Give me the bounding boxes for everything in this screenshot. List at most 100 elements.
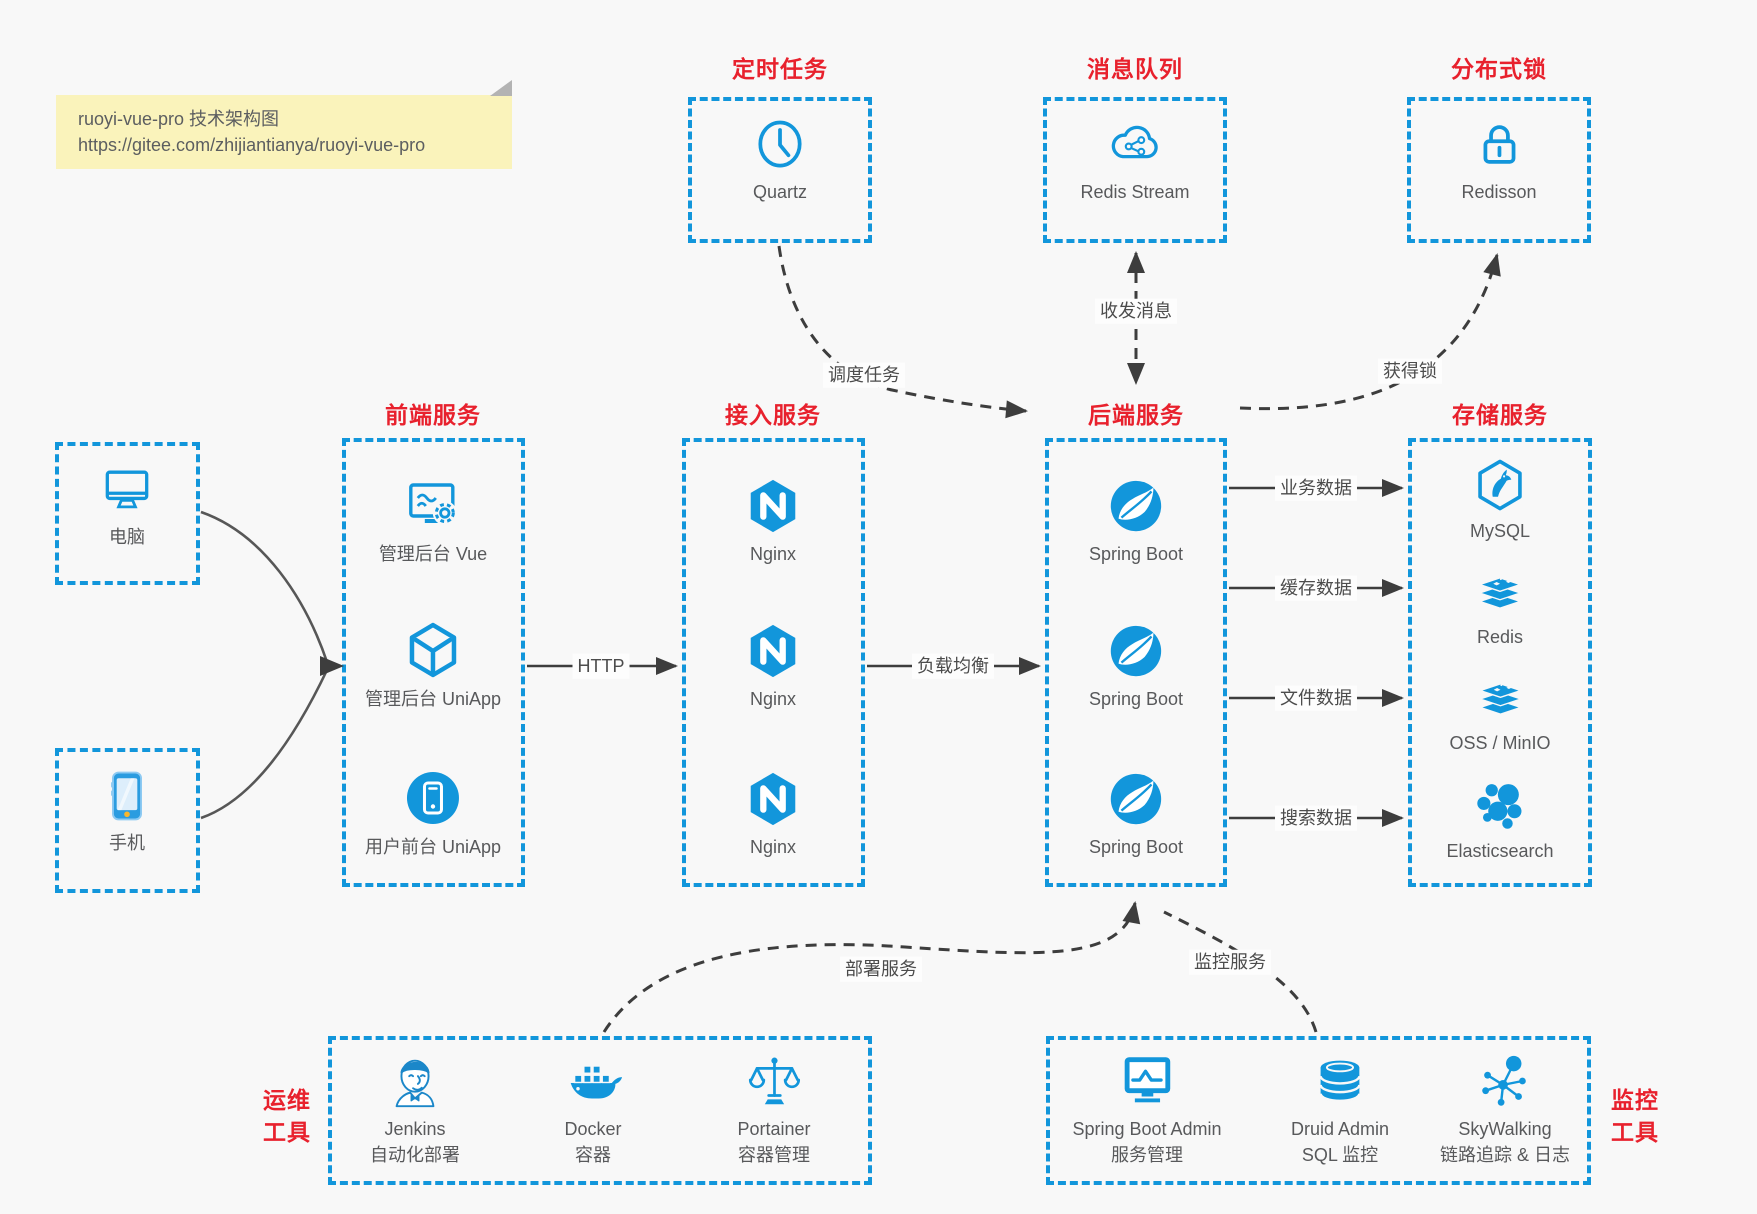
nginx-icon (742, 768, 804, 830)
box-scheduler (688, 97, 872, 243)
druid-db-icon (1309, 1050, 1371, 1112)
item-redis: Redis (1472, 566, 1528, 648)
item-oss-minio: OSS / MinIO (1449, 672, 1551, 754)
item-desc: 容器管理 (737, 1145, 810, 1165)
item-label: Redis (1476, 627, 1524, 647)
item-elasticsearch: Elasticsearch (1446, 778, 1554, 862)
item-label: Nginx (749, 837, 797, 857)
edge-label-acquire-lock: 获得锁 (1378, 358, 1442, 384)
elasticsearch-icon (1471, 778, 1529, 834)
spring-icon (1105, 768, 1167, 830)
admin-vue-icon (401, 473, 465, 537)
item-jenkins: Jenkins 自动化部署 (370, 1050, 460, 1166)
item-label: Elasticsearch (1446, 841, 1554, 861)
item-label: Redis Stream (1080, 182, 1190, 202)
item-desc: 自动化部署 (370, 1145, 460, 1165)
lock-icon (1469, 113, 1529, 175)
item-label: Portainer (737, 1119, 811, 1139)
clock-icon (750, 113, 810, 175)
item-label: Nginx (749, 689, 797, 709)
item-pc: 电脑 (97, 460, 157, 548)
edge-label-message: 收发消息 (1095, 298, 1177, 324)
note-title: ruoyi-vue-pro 技术架构图 (78, 109, 280, 129)
note-url: https://gitee.com/zhijiantianya/ruoyi-vu… (78, 135, 426, 155)
box-gateway (682, 438, 865, 887)
item-springboot-admin: Spring Boot Admin 服务管理 (1072, 1050, 1222, 1166)
group-title-lock: 分布式锁 (1451, 56, 1547, 82)
edge-label-business-data: 业务数据 (1275, 475, 1357, 501)
item-springboot-3: Spring Boot (1089, 768, 1183, 858)
item-desc: 容器 (575, 1145, 611, 1165)
nginx-icon (742, 620, 804, 682)
box-frontend (342, 438, 525, 887)
edge-label-file-data: 文件数据 (1275, 685, 1357, 711)
group-title-frontend: 前端服务 (385, 402, 481, 428)
box-lock (1407, 97, 1591, 243)
docker-icon (562, 1050, 624, 1112)
item-label: Spring Boot (1088, 837, 1184, 857)
cloud-stream-icon (1104, 113, 1166, 175)
phone-icon (97, 766, 157, 826)
item-label: Spring Boot (1088, 689, 1184, 709)
item-label: 管理后台 UniApp (364, 689, 502, 709)
box-storage (1408, 438, 1592, 887)
box-ops (328, 1036, 872, 1185)
edge-pc-to-frontend (200, 510, 329, 663)
nginx-icon (742, 475, 804, 537)
spring-icon (1105, 475, 1167, 537)
item-label: Spring Boot Admin (1072, 1119, 1222, 1139)
item-springboot-1: Spring Boot (1089, 475, 1183, 565)
note-fold-corner (490, 80, 512, 96)
edge-label-schedule: 调度任务 (823, 362, 905, 388)
group-title-monitoring: 监控 工具 (1611, 1087, 1659, 1145)
jenkins-icon (384, 1050, 446, 1112)
portainer-scales-icon (743, 1050, 805, 1112)
item-label: Nginx (749, 544, 797, 564)
box-backend (1045, 438, 1227, 887)
item-label: 电脑 (109, 527, 145, 547)
item-label: Spring Boot (1088, 544, 1184, 564)
item-label: MySQL (1469, 521, 1531, 541)
edge-label-search-data: 搜索数据 (1275, 805, 1357, 831)
edge-phone-to-frontend (200, 669, 329, 820)
item-label: SkyWalking (1458, 1119, 1552, 1139)
group-title-ops: 运维 工具 (263, 1087, 311, 1145)
edge-clients-arrowhead (320, 656, 344, 676)
item-portainer: Portainer 容器管理 (737, 1050, 811, 1166)
desktop-icon (97, 460, 157, 520)
group-title-scheduler: 定时任务 (732, 56, 828, 82)
item-druid-admin: Druid Admin SQL 监控 (1291, 1050, 1389, 1166)
edge-label-monitor: 监控服务 (1189, 949, 1271, 975)
item-label: Docker (564, 1119, 622, 1139)
item-desc: 链路追踪 & 日志 (1439, 1145, 1571, 1165)
item-nginx-3: Nginx (742, 768, 804, 858)
item-label: Jenkins (384, 1119, 446, 1139)
group-title-mq: 消息队列 (1087, 56, 1183, 82)
item-user-uniapp: 用户前台 UniApp (365, 766, 501, 858)
item-nginx-2: Nginx (742, 620, 804, 710)
item-quartz: Quartz (750, 113, 810, 203)
uniapp-user-icon (401, 766, 465, 830)
item-label: Redisson (1461, 182, 1537, 202)
sticky-note: ruoyi-vue-pro 技术架构图 https://gitee.com/zh… (56, 80, 512, 169)
item-phone: 手机 (97, 766, 157, 854)
item-label: Quartz (752, 182, 808, 202)
edge-label-cache-data: 缓存数据 (1275, 575, 1357, 601)
edge-label-deploy: 部署服务 (840, 956, 922, 982)
sba-monitor-icon (1116, 1050, 1178, 1112)
item-skywalking: SkyWalking 链路追踪 & 日志 (1440, 1050, 1570, 1166)
edge-acquire-lock (1239, 253, 1501, 411)
item-label: OSS / MinIO (1449, 733, 1551, 753)
group-title-backend: 后端服务 (1088, 402, 1184, 428)
redis-stack-icon (1472, 672, 1528, 726)
edge-label-http: HTTP (572, 653, 630, 679)
skywalking-icon (1474, 1050, 1536, 1112)
item-redisson: Redisson (1461, 113, 1537, 203)
item-desc: SQL 监控 (1301, 1145, 1379, 1165)
item-label: 管理后台 Vue (378, 544, 488, 564)
item-docker: Docker 容器 (562, 1050, 624, 1166)
item-desc: 服务管理 (1111, 1145, 1183, 1165)
item-mysql: MySQL (1470, 456, 1530, 542)
item-redis-stream: Redis Stream (1080, 113, 1190, 203)
